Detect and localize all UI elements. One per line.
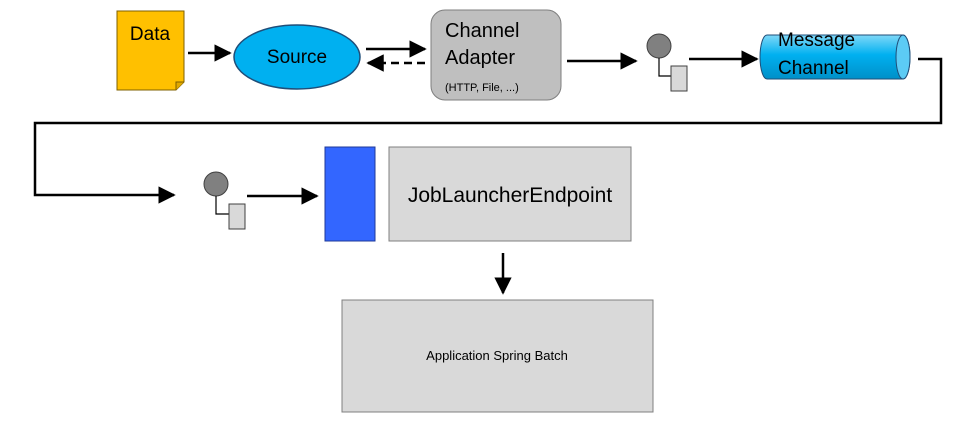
endpoint-marker xyxy=(324,146,376,242)
data-document-fold xyxy=(175,81,184,90)
channel-adapter-box xyxy=(430,9,562,101)
gateway-circle xyxy=(203,171,229,197)
job-launcher-endpoint-label: JobLauncherEndpoint xyxy=(408,184,612,207)
job-launcher-endpoint-box xyxy=(388,146,632,242)
gateway-icon xyxy=(646,33,688,92)
gateway-doc xyxy=(670,65,688,92)
gateway-icon xyxy=(203,171,246,230)
gateway-circle xyxy=(646,33,672,59)
job-launcher-endpoint-node: JobLauncherEndpoint xyxy=(388,146,632,242)
message-channel-label-line2: Channel xyxy=(778,58,849,79)
data-node: Data xyxy=(116,10,185,91)
channel-adapter-sublabel: (HTTP, File, ...) xyxy=(445,82,519,94)
channel-adapter-label-line1: Channel xyxy=(445,20,520,42)
message-channel-label-line1: Message xyxy=(778,30,855,51)
application-box xyxy=(341,299,654,413)
gateway-doc xyxy=(228,203,246,230)
data-label: Data xyxy=(130,24,171,45)
application-label: Application Spring Batch xyxy=(426,348,568,363)
data-document-shape xyxy=(116,10,185,91)
gateway-connector xyxy=(215,196,229,215)
channel-adapter-label-line2: Adapter xyxy=(445,47,515,69)
source-node: Source xyxy=(233,24,361,90)
message-channel-node: Message Channel xyxy=(759,30,911,80)
gateway-connector xyxy=(658,58,671,77)
source-ellipse xyxy=(233,24,361,90)
application-node: Application Spring Batch xyxy=(341,299,654,413)
channel-adapter-node: Channel Adapter (HTTP, File, ...) xyxy=(430,9,562,101)
message-channel-end xyxy=(895,34,911,80)
source-label: Source xyxy=(267,47,327,68)
connector-channel-to-gateway-2 xyxy=(33,57,943,204)
